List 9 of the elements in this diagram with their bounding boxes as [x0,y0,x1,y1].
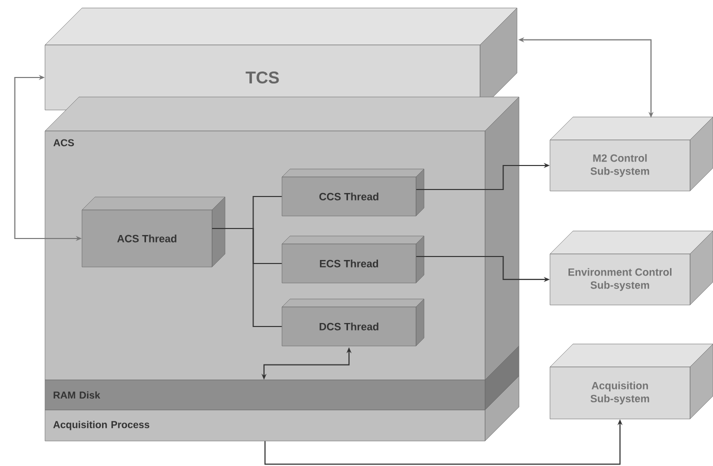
subsystem-box: M2 Control Sub-system [550,116,713,192]
subsystem-box: Acquisition Sub-system [550,344,713,420]
thread-box: ACS Thread [82,196,226,268]
connector-line [212,228,282,328]
subsystem-box: Environment Control Sub-system [550,230,713,306]
thread-box: CCS Thread [282,168,424,216]
thread-box: ECS Thread [282,236,424,284]
layer-band: RAM Disk [44,346,520,410]
thread-box: DCS Thread [282,298,424,346]
